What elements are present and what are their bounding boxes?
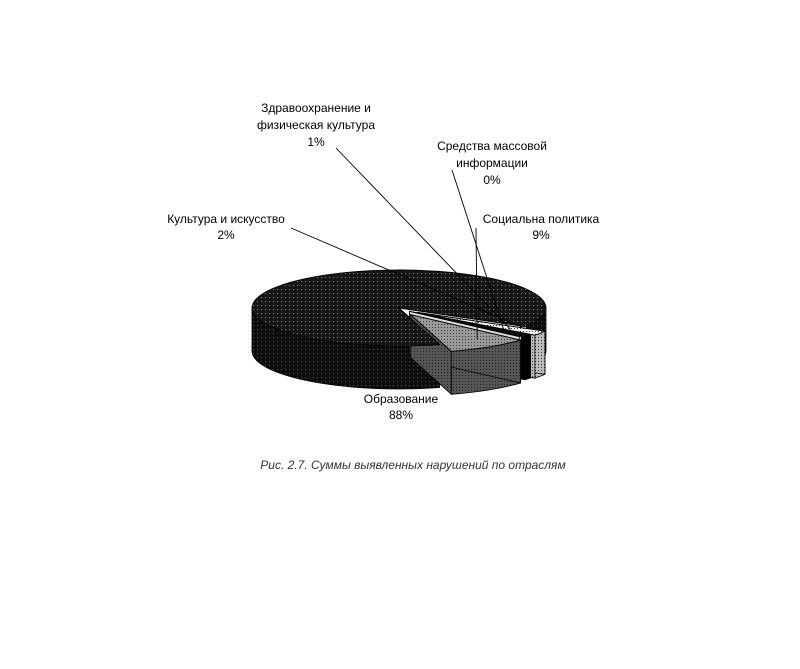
- slice-label-social-policy: Социальна политика 9%: [483, 212, 600, 242]
- slice-label-media: Средства массовой информации 0%: [437, 139, 547, 187]
- pie-slice-media: [409, 310, 524, 338]
- slice-label-health-value: 1%: [307, 135, 325, 149]
- slice-label-education-name: Образование: [364, 392, 439, 406]
- slice-label-media-name-line1: Средства массовой: [437, 139, 547, 153]
- slice-label-social-policy-value: 9%: [532, 228, 550, 242]
- slice-label-media-value: 0%: [483, 173, 501, 187]
- slice-label-health: Здравоохранение и физическая культура 1%: [257, 101, 375, 149]
- slice-label-culture-value: 2%: [217, 228, 235, 242]
- leader-lines: [290, 147, 522, 340]
- slice-label-culture-name: Культура и искусство: [167, 212, 285, 226]
- leader-line-culture: [290, 227, 522, 328]
- pie-slice-social-policy: [409, 313, 521, 352]
- slice-label-culture: Культура и искусство 2%: [167, 212, 285, 242]
- slice-label-education: Образование 88%: [364, 392, 439, 422]
- slice-label-media-name-line2: информации: [456, 156, 528, 170]
- slice-label-education-value: 88%: [389, 408, 413, 422]
- pie-slice-education: [251, 269, 547, 347]
- slice-label-health-name-line2: физическая культура: [257, 118, 375, 132]
- leader-line-social-policy: [475, 227, 478, 340]
- slice-label-health-name-line1: Здравоохранение и: [261, 101, 371, 115]
- pie-slices: [251, 269, 547, 352]
- leader-line-media: [451, 169, 505, 330]
- leader-line-health: [335, 147, 511, 330]
- slice-label-social-policy-name: Социальна политика: [483, 212, 600, 226]
- figure-caption: Рис. 2.7. Суммы выявленных нарушений по …: [260, 458, 566, 472]
- pie-slice-culture: [417, 311, 547, 336]
